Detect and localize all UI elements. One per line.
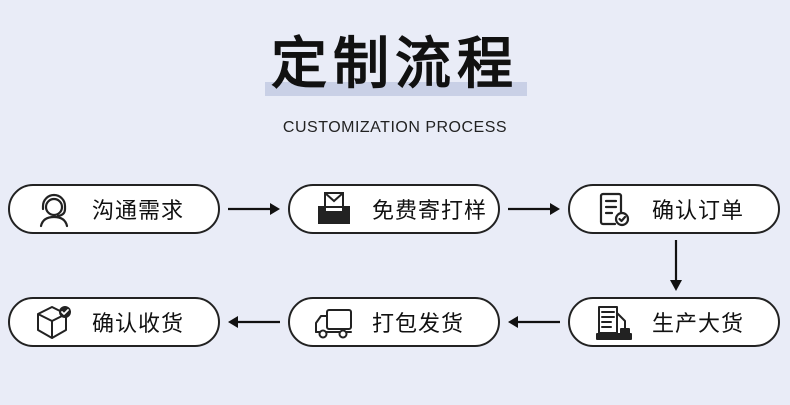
title-wrap: 定制流程 bbox=[0, 30, 790, 100]
page-subtitle: CUSTOMIZATION PROCESS bbox=[282, 119, 508, 136]
machine-icon bbox=[594, 302, 634, 342]
step-mass-production: 生产大货 bbox=[568, 297, 780, 347]
step-label: 免费寄打样 bbox=[372, 199, 488, 224]
step-communicate-requirements: 沟通需求 bbox=[8, 184, 220, 234]
step-confirm-receipt: 确认收货 bbox=[8, 297, 220, 347]
step-pack-ship: 打包发货 bbox=[288, 297, 500, 347]
step-label: 打包发货 bbox=[372, 312, 465, 337]
step-confirm-order: 确认订单 bbox=[568, 184, 780, 234]
step-label: 确认收货 bbox=[92, 312, 185, 337]
step-label: 确认订单 bbox=[652, 199, 745, 224]
headset-icon bbox=[34, 189, 74, 229]
arrow-left-1 bbox=[508, 316, 560, 328]
page-title: 定制流程 bbox=[265, 30, 527, 100]
box-check-icon bbox=[34, 302, 74, 342]
document-check-icon bbox=[594, 189, 634, 229]
step-label: 生产大货 bbox=[652, 312, 745, 337]
step-free-sample: 免费寄打样 bbox=[288, 184, 500, 234]
arrow-left-2 bbox=[228, 316, 280, 328]
envelope-tray-icon bbox=[314, 189, 354, 229]
step-label: 沟通需求 bbox=[92, 199, 185, 224]
truck-icon bbox=[314, 302, 354, 342]
arrow-right-2 bbox=[508, 203, 560, 215]
arrow-right-1 bbox=[228, 203, 280, 215]
arrow-down bbox=[670, 240, 682, 291]
